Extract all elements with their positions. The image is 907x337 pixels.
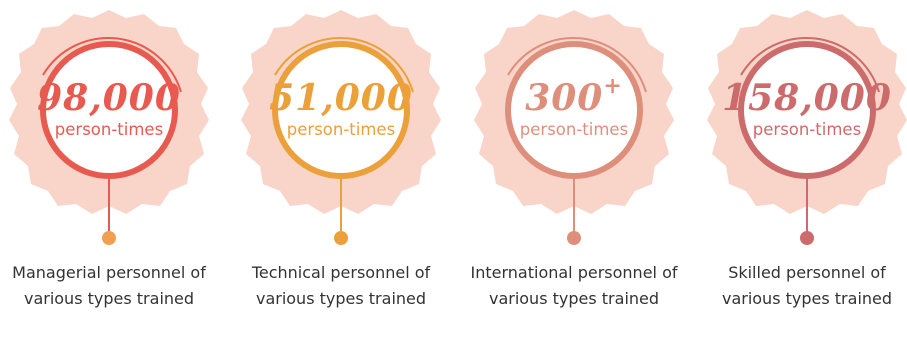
stat-label: Managerial personnel of various types tr… [12, 263, 206, 308]
stat-managerial: 98,000 person-times Managerial personnel… [0, 0, 224, 337]
stat-skilled: 158,000 person-times Skilled personnel o… [692, 0, 907, 337]
brush-circle-decoration [9, 10, 209, 245]
stat-value: 98,000 [37, 77, 181, 119]
stat-value: 51,000 [269, 77, 413, 119]
stat-value: 158,000 [722, 77, 892, 119]
brush-circle-decoration [474, 10, 674, 245]
stat-unit: person-times [54, 120, 164, 139]
brush-circle-decoration [707, 10, 907, 245]
stat-label: Technical personnel of various types tra… [251, 263, 431, 308]
stat-unit: person-times [519, 120, 629, 139]
stat-international: 300+ person-times International personne… [459, 0, 689, 337]
stat-value: 300+ [525, 73, 623, 119]
stat-unit: person-times [286, 120, 396, 139]
stat-technical: 51,000 person-times Technical personnel … [226, 0, 456, 337]
brush-circle-decoration [241, 10, 441, 245]
stat-label: International personnel of various types… [470, 263, 678, 308]
stat-unit: person-times [752, 120, 862, 139]
stat-label: Skilled personnel of various types train… [721, 263, 893, 308]
